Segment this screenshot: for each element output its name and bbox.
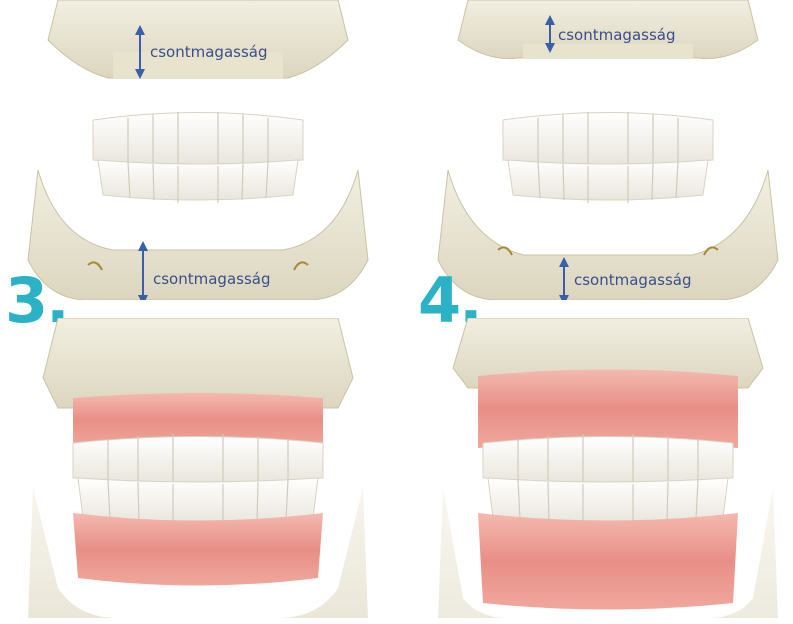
lower-bone-height-label: csontmagasság [574, 271, 692, 289]
upper-bone-height-label: csontmagasság [150, 43, 268, 61]
lower-teeth [508, 160, 708, 203]
upper-teeth [73, 434, 323, 486]
upper-teeth [93, 112, 303, 168]
lower-denture-gum [478, 513, 738, 610]
lower-bone-height-label: csontmagasság [153, 270, 271, 288]
panel-denture-full-gum [428, 318, 788, 618]
lower-teeth [98, 160, 298, 203]
lower-denture-gum [73, 513, 323, 586]
jaw-illustration: csontmagasság csontmagasság [18, 0, 378, 300]
upper-bone-ridge [523, 44, 693, 58]
panel-reduced-bone-height: csontmagasság csontmagasság [428, 0, 788, 300]
denture-illustration [18, 318, 378, 618]
denture-illustration [428, 318, 788, 618]
upper-bone-height-label: csontmagasság [558, 26, 676, 44]
upper-teeth [483, 434, 733, 486]
panel-denture-partial-gum [18, 318, 378, 618]
upper-teeth [503, 112, 713, 168]
panel-large-bone-height: csontmagasság csontmagasság [18, 0, 378, 300]
jaw-illustration: csontmagasság csontmagasság [428, 0, 788, 300]
